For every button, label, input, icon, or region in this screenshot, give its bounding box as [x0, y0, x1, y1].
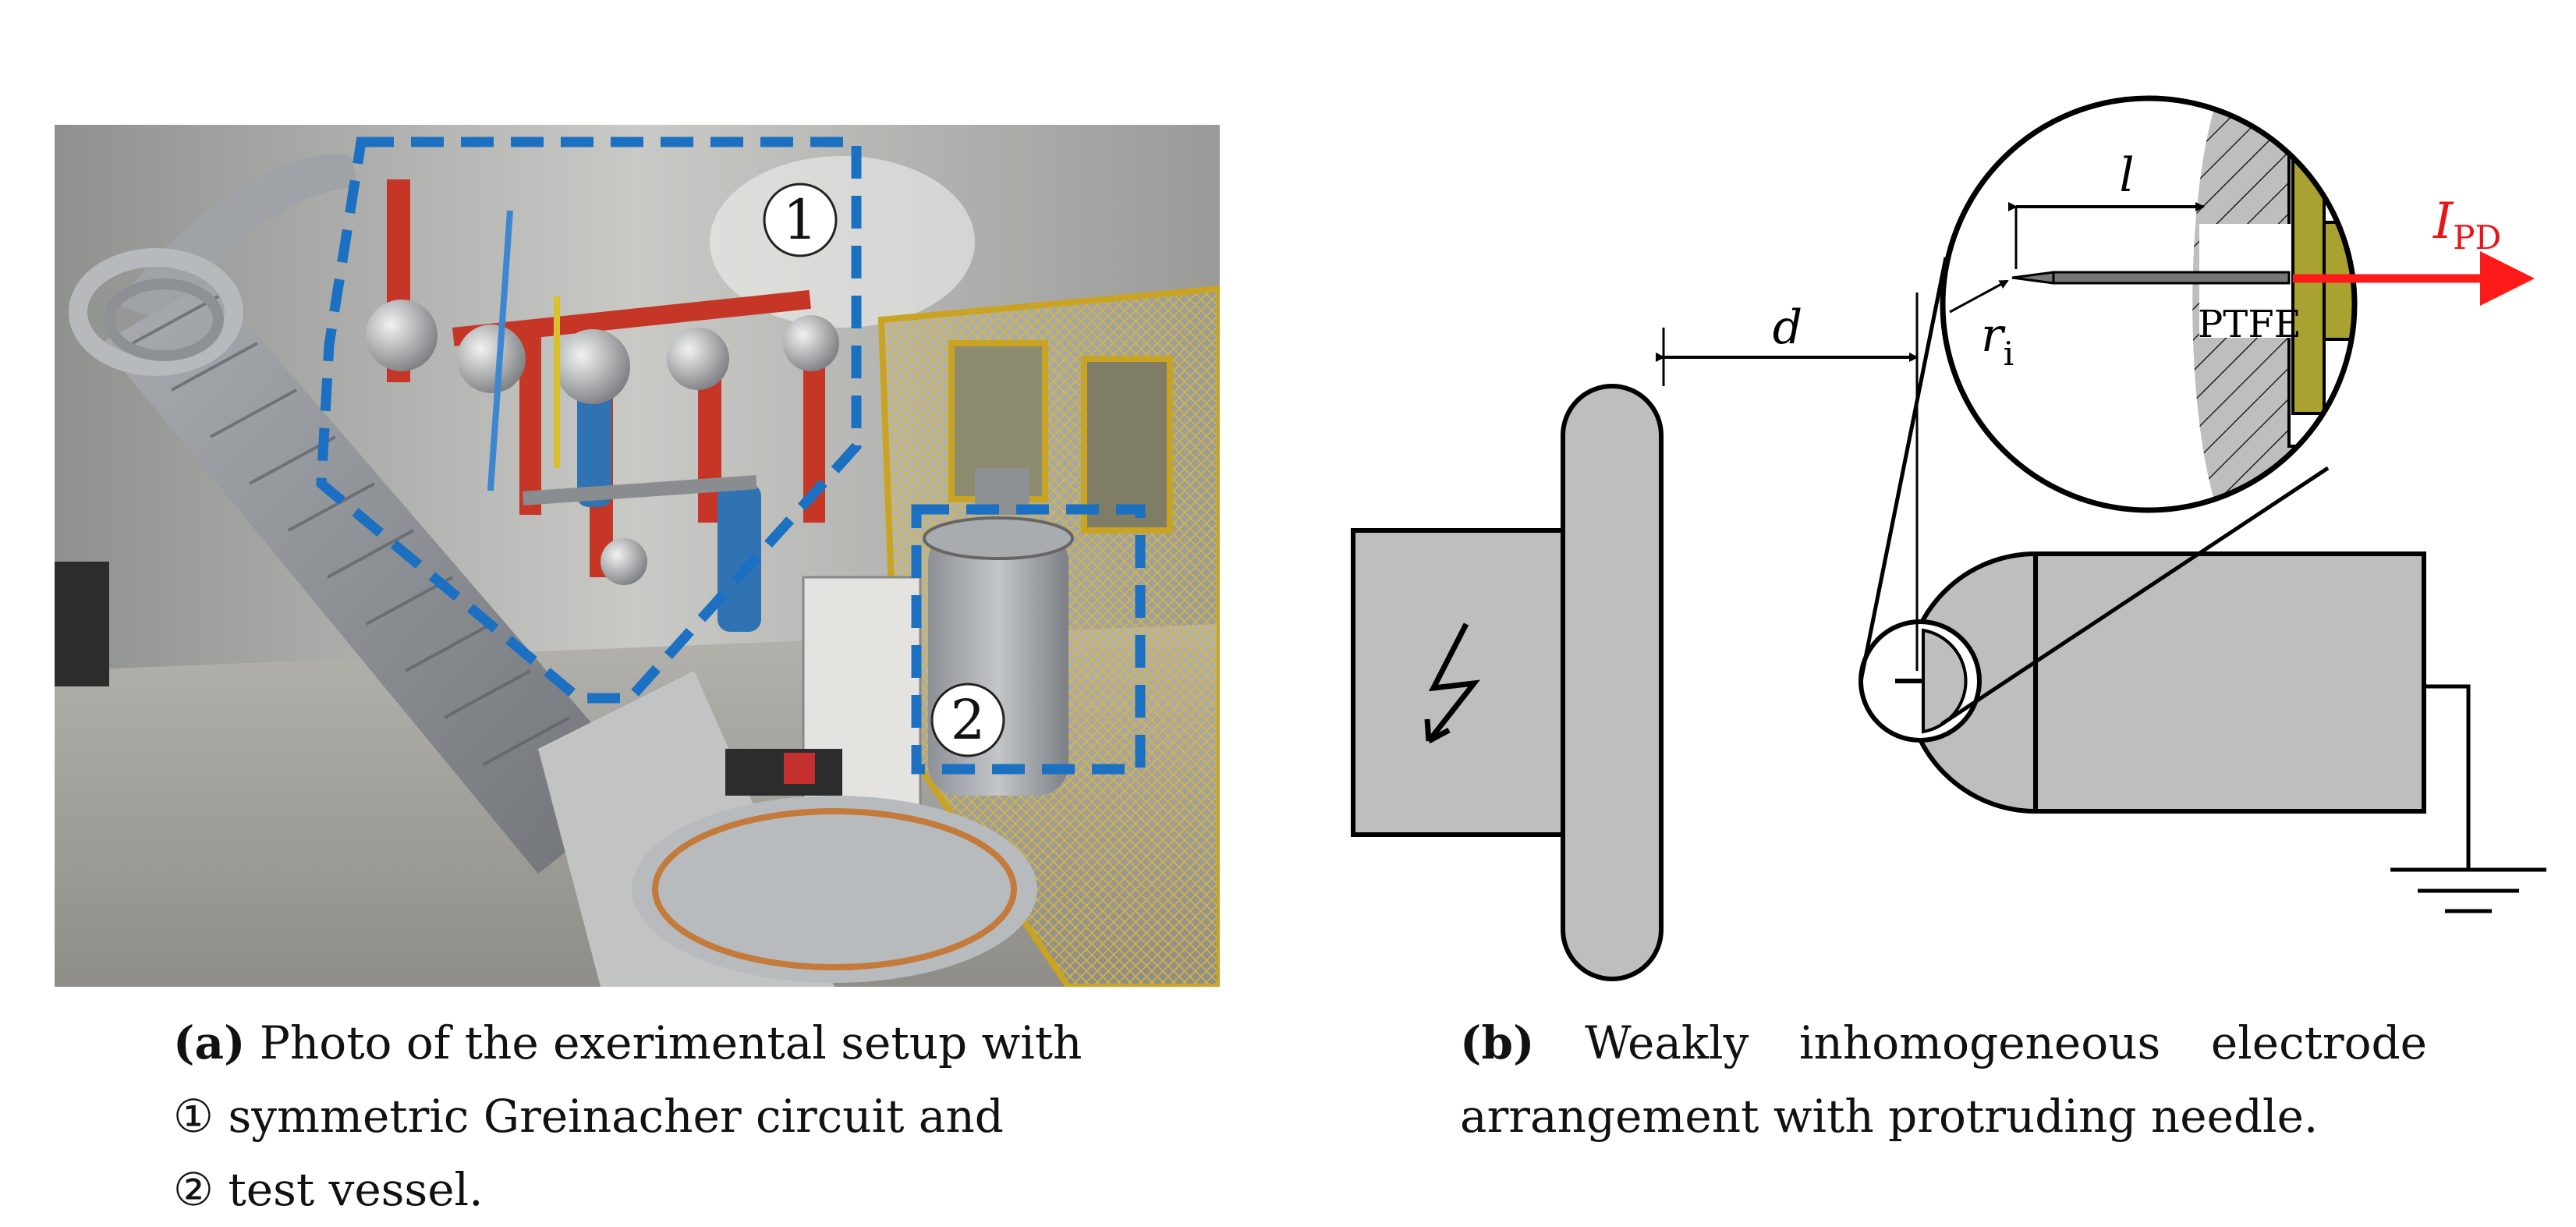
marker-1: 1 [763, 183, 838, 257]
caption-a-marker-2: ② [173, 1163, 214, 1216]
vessel-highlight-box [911, 504, 1146, 775]
caption-b: (b) Weakly inhomogeneous electrode arran… [1460, 1006, 2427, 1153]
marker-1-number: 1 [783, 188, 818, 252]
test-vessel [632, 468, 1074, 983]
magnified-detail [1940, 95, 2358, 513]
marker-2-number: 2 [951, 688, 986, 752]
caption-b-line-2: arrangement with protruding needle. [1460, 1080, 2427, 1153]
caption-a-line-2: ① symmetric Greinacher circuit and [173, 1080, 1187, 1153]
caption-a: (a) Photo of the exerimental setup with … [173, 1006, 1187, 1226]
ptfe-label: PTFE [2198, 303, 2301, 346]
caption-a-text-1: Photo of the exerimental setup with [259, 1016, 1082, 1069]
caption-b-text-2: arrangement with protruding needle. [1460, 1090, 2319, 1143]
caption-b-text-1: Weakly inhomogeneous electrode [1585, 1016, 2427, 1069]
partial-discharge-current-arrow [2293, 251, 2535, 306]
hv-electrode [1351, 384, 1664, 981]
high-voltage-icon [1426, 622, 1480, 743]
gap-distance-label: d [1773, 300, 1802, 355]
caption-a-line-3: ② test vessel. [173, 1153, 1187, 1226]
caption-a-text-3: test vessel. [228, 1163, 484, 1216]
tip-radius-label: ri [1981, 308, 2014, 373]
greinacher-circuit [366, 179, 839, 632]
caption-a-label: (a) [173, 1016, 246, 1069]
ground-symbol-icon [2390, 867, 2546, 913]
needle-length-label: l [2119, 148, 2134, 203]
experimental-setup-photo: 1 2 [55, 125, 1220, 987]
current-label: IPD [2432, 193, 2501, 257]
ground-electrode [1905, 551, 2546, 913]
greinacher-highlight-box [316, 137, 862, 704]
caption-a-marker-1: ① [173, 1090, 214, 1143]
caption-b-label: (b) [1460, 1016, 1535, 1069]
marker-2: 2 [930, 683, 1005, 757]
electrode-arrangement-diagram: d l ri PTFE IPD [1351, 95, 2546, 981]
caption-a-line-1: (a) Photo of the exerimental setup with [173, 1006, 1187, 1080]
caption-b-line-1: (b) Weakly inhomogeneous electrode [1460, 1006, 2427, 1080]
caption-a-text-2: symmetric Greinacher circuit and [228, 1090, 1004, 1143]
